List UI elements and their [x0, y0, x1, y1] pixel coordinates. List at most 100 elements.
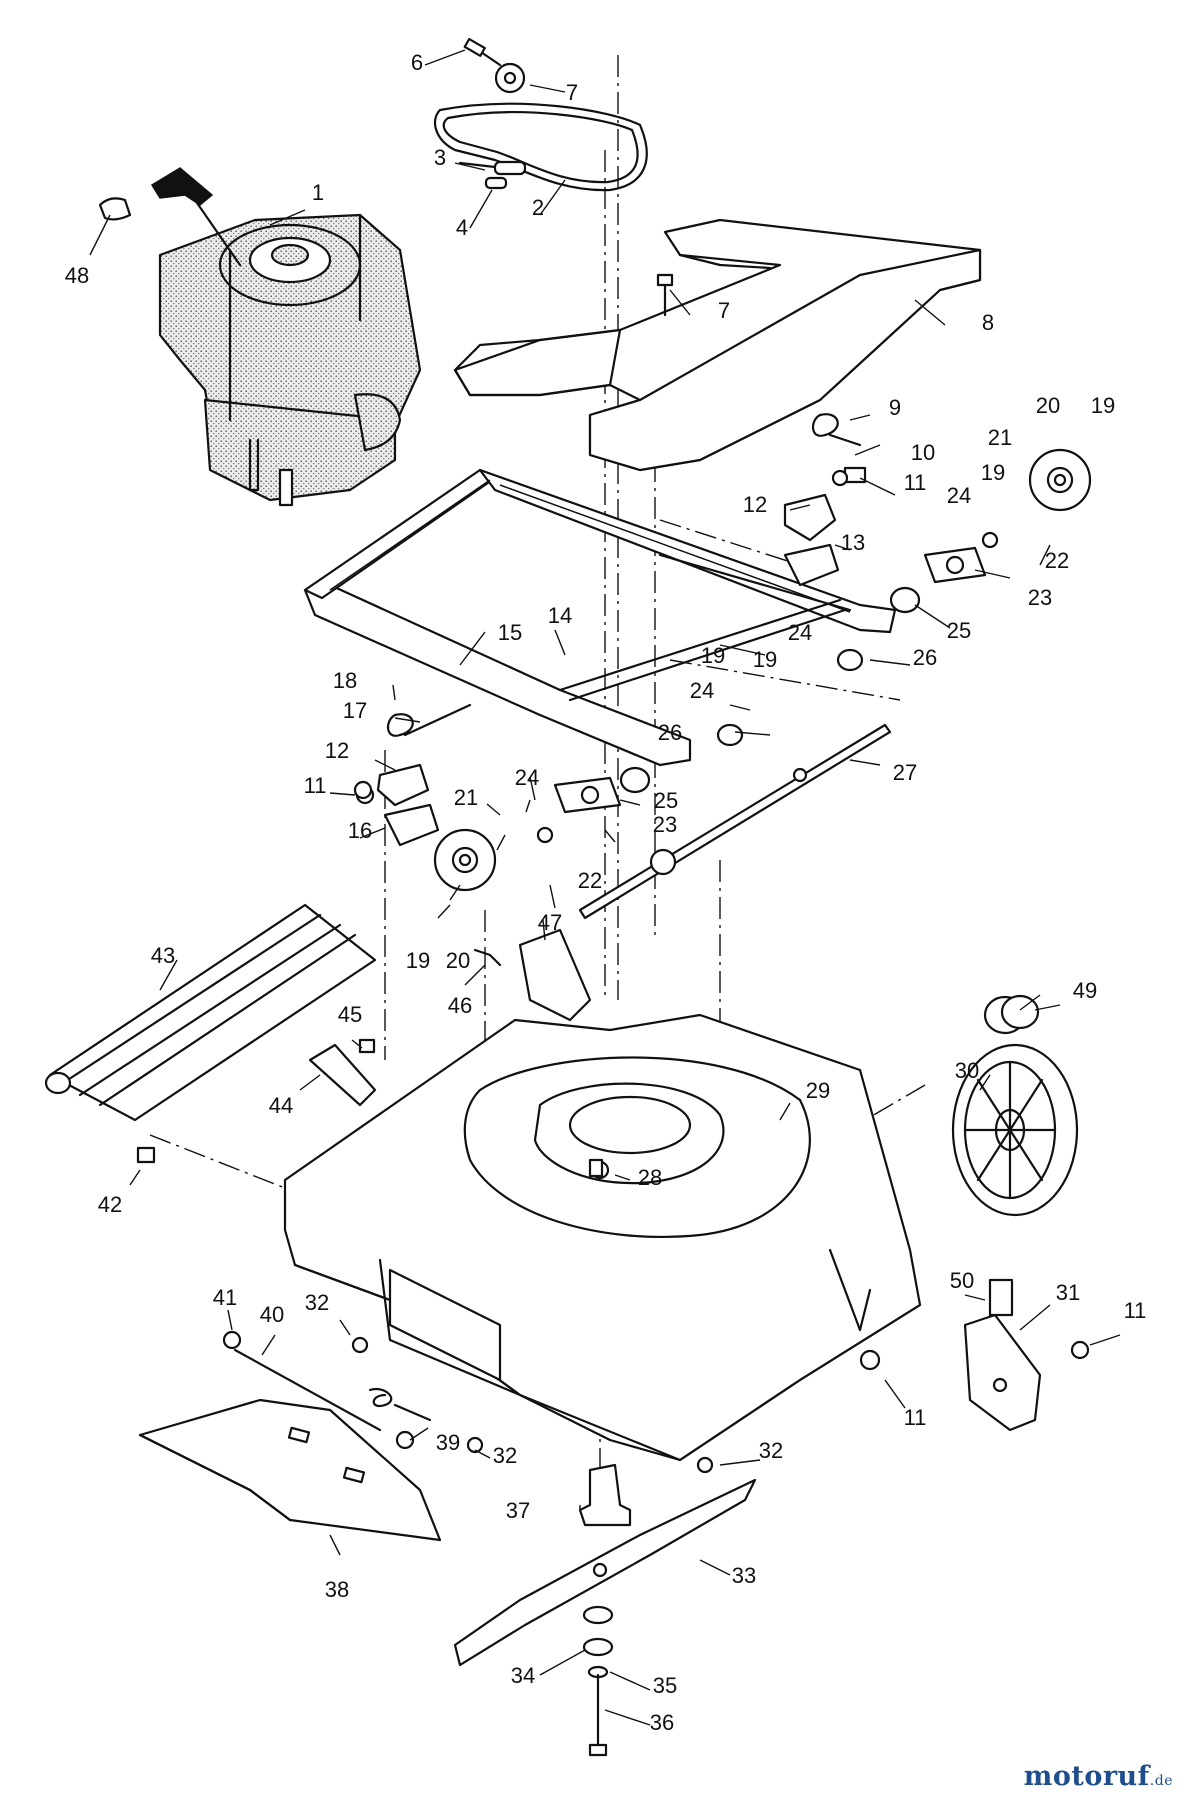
callout-16: 16 — [348, 818, 372, 843]
chain-link — [458, 160, 527, 190]
callout-23: 23 — [1028, 585, 1052, 610]
callout-48: 48 — [65, 263, 89, 288]
callout-24: 24 — [947, 483, 971, 508]
rear-wheel — [951, 1043, 1079, 1217]
callout-9: 9 — [889, 395, 901, 420]
callout-3: 3 — [434, 145, 446, 170]
misc-small-parts — [136, 469, 881, 1474]
spring-bracket-right — [783, 413, 867, 587]
callout-4: 4 — [456, 215, 468, 240]
callout-28: 28 — [638, 1165, 662, 1190]
callout-2: 2 — [532, 195, 544, 220]
spring-bracket-left — [355, 703, 472, 847]
callout-22: 22 — [1045, 548, 1069, 573]
drive-chain — [433, 102, 648, 192]
rear-flap — [44, 903, 377, 1122]
height-lever-assembly — [963, 1278, 1090, 1432]
callout-32: 32 — [759, 1438, 783, 1463]
callout-46: 46 — [448, 993, 472, 1018]
callout-45: 45 — [338, 1002, 362, 1027]
callout-22: 22 — [578, 868, 602, 893]
callout-19: 19 — [981, 460, 1005, 485]
callout-11: 11 — [904, 1405, 927, 1430]
rear-axle — [578, 723, 892, 920]
callout-15: 15 — [498, 620, 522, 645]
callout-11: 11 — [1124, 1298, 1147, 1323]
callout-37: 37 — [506, 1498, 530, 1523]
callout-23: 23 — [653, 812, 677, 837]
blade-bolt-washers — [582, 1605, 614, 1757]
handle-bracket — [453, 218, 982, 472]
watermark-brand: motoruf — [1023, 1761, 1150, 1792]
callout-6: 6 — [411, 50, 423, 75]
callout-8: 8 — [982, 310, 994, 335]
callout-31: 31 — [1056, 1280, 1080, 1305]
starter-handle — [150, 167, 242, 267]
callout-26: 26 — [658, 720, 682, 745]
mower-deck — [283, 1013, 922, 1462]
callout-29: 29 — [806, 1078, 830, 1103]
callout-24: 24 — [690, 678, 714, 703]
top-sprocket — [463, 37, 526, 94]
callout-14: 14 — [548, 603, 572, 628]
callout-50: 50 — [950, 1268, 974, 1293]
callout-13: 13 — [841, 530, 865, 555]
callout-10: 10 — [911, 440, 935, 465]
callout-11: 11 — [304, 773, 327, 798]
callout-19: 19 — [1091, 393, 1115, 418]
hub-bushing — [983, 994, 1040, 1035]
cable-clip — [98, 197, 132, 221]
callout-24: 24 — [515, 765, 539, 790]
callout-20: 20 — [1036, 393, 1060, 418]
callout-leaders — [89, 49, 1121, 1726]
callout-43: 43 — [151, 943, 175, 968]
callout-40: 40 — [260, 1302, 284, 1327]
callout-49: 49 — [1073, 978, 1097, 1003]
callout-39: 39 — [436, 1430, 460, 1455]
adjuster-plate-left — [553, 776, 622, 814]
deflector-rod — [222, 1330, 432, 1450]
callout-12: 12 — [743, 492, 767, 517]
callout-18: 18 — [333, 668, 357, 693]
callout-11: 11 — [904, 470, 927, 495]
height-adjust-frame — [303, 468, 897, 767]
callout-26: 26 — [913, 645, 937, 670]
watermark-logo: motoruf.de — [1024, 1761, 1173, 1792]
callout-32: 32 — [305, 1290, 329, 1315]
callout-47: 47 — [538, 910, 562, 935]
callout-12: 12 — [325, 738, 349, 763]
callout-36: 36 — [650, 1710, 674, 1735]
cutting-blade — [453, 1478, 757, 1667]
callout-41: 41 — [213, 1285, 237, 1310]
watermark-tld: .de — [1149, 1773, 1173, 1789]
callout-38: 38 — [325, 1577, 349, 1602]
gear-sprocket-left — [433, 828, 497, 892]
blade-adapter — [578, 1463, 632, 1527]
callout-42: 42 — [98, 1192, 122, 1217]
callout-35: 35 — [653, 1673, 677, 1698]
callout-25: 25 — [654, 788, 678, 813]
callout-33: 33 — [732, 1563, 756, 1588]
gear-sprocket-right — [1028, 448, 1092, 512]
callout-20: 20 — [446, 948, 470, 973]
engine — [158, 213, 422, 507]
callout-17: 17 — [343, 698, 367, 723]
callout-24: 24 — [788, 620, 812, 645]
screw — [656, 273, 674, 317]
callout-19: 19 — [406, 948, 430, 973]
grass-deflector — [138, 1398, 442, 1542]
callout-30: 30 — [955, 1058, 979, 1083]
callout-27: 27 — [893, 760, 917, 785]
callout-25: 25 — [947, 618, 971, 643]
callout-44: 44 — [269, 1093, 293, 1118]
bushings — [536, 531, 999, 844]
callout-7: 7 — [566, 80, 578, 105]
callout-32: 32 — [493, 1443, 517, 1468]
callout-1: 1 — [312, 180, 324, 205]
callout-19: 19 — [753, 647, 777, 672]
callout-21: 21 — [454, 785, 478, 810]
callout-19: 19 — [701, 643, 725, 668]
callout-21: 21 — [988, 425, 1012, 450]
